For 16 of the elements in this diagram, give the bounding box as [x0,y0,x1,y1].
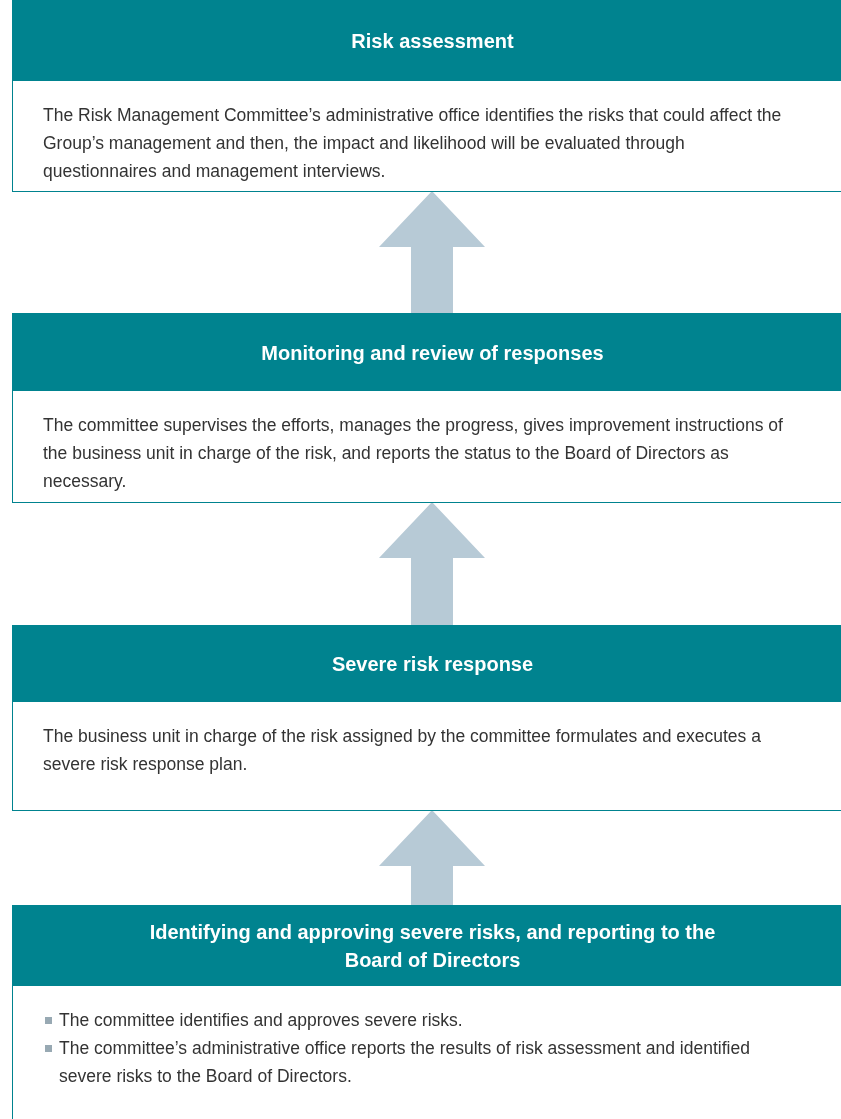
step-description: The committee supervises the efforts, manages the progress, gives improvement instructions of the business unit in charge of the risk, and reports the status to the Board of Directors as necessary. [43,414,784,493]
step-heading: Monitoring and review of responses [13,314,841,391]
bullet-item: The committee’s administrative office reports the results of risk assessment and identified severe risks to the Board of Directors. [45,1034,822,1090]
step-description: The Risk Management Committee’s administrative office identifies the risks that could affect the Group’s management and then, the impact and likelihood will be evaluated through questionnaires and management interviews. [43,104,783,183]
step-card [12,313,841,503]
step-heading: Identifying and approving severe risks, and reporting to the Board of Directors [13,906,841,986]
block-arrow [379,810,485,905]
block-arrow [379,502,485,625]
block-arrow [379,191,485,313]
step-heading: Risk assessment [13,1,841,81]
step-heading: Severe risk response [13,626,841,702]
step-card [12,905,841,1119]
step-card [12,0,841,192]
bullet-item: The committee identifies and approves severe risks. [45,1006,822,1034]
step-description: The business unit in charge of the risk assigned by the committee formulates and executes a severe risk response plan. [43,725,762,776]
step-card [12,625,841,811]
